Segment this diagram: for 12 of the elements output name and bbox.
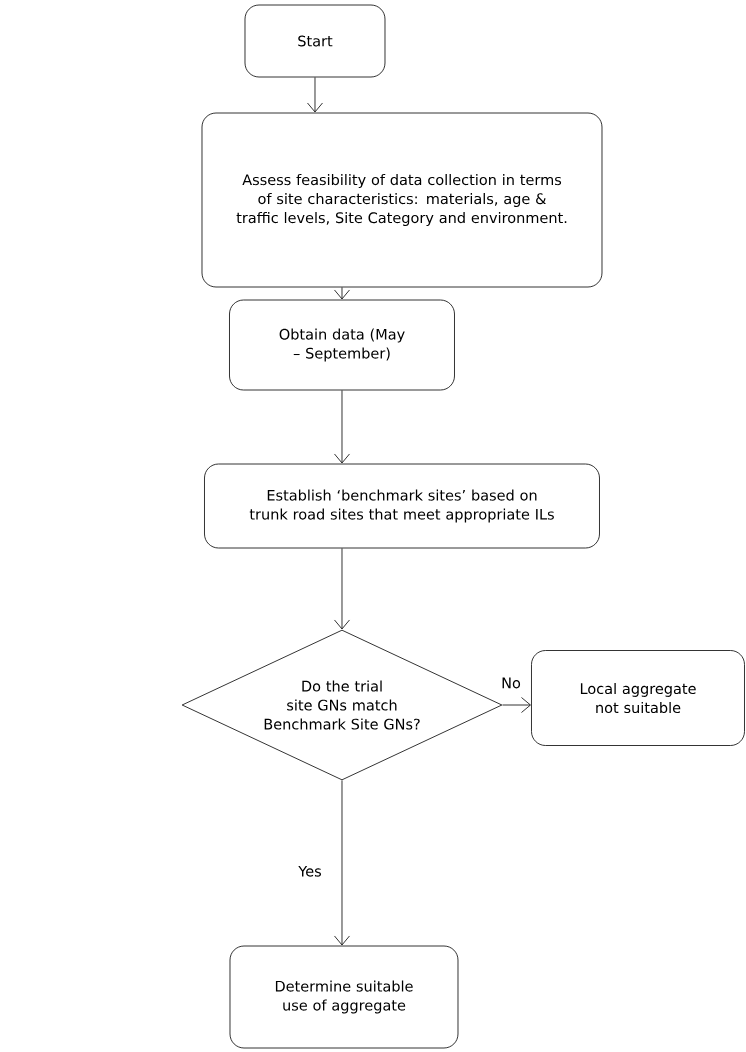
process-box: Determine suitable use of aggregate (229, 945, 459, 1049)
process-box: Establish ‘benchmark sites’ based on trunk road sites that meet appropriate ILs (204, 463, 600, 549)
arrow (334, 548, 350, 630)
process-box: Assess feasibility of data collection in terms of site characteristics: materials, age & traffic levels, Site Category and environment. (201, 112, 603, 288)
arrow (334, 780, 350, 946)
start-box: Start (244, 4, 386, 78)
arrow (502, 697, 531, 713)
arrow (334, 390, 350, 464)
edge-label: Yes (296, 863, 324, 879)
process-box: Obtain data (May – September) (229, 299, 455, 391)
arrow (307, 77, 323, 113)
process-box: Local aggregate not suitable (531, 650, 745, 746)
